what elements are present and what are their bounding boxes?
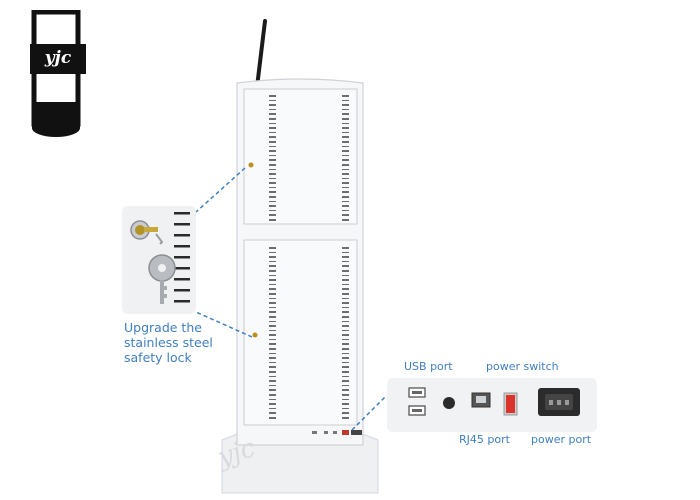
port-panel-icon — [387, 378, 597, 432]
vent-top-right — [342, 95, 349, 221]
lock-closeup-photo — [122, 206, 196, 314]
brand-logo: yjc — [30, 9, 86, 138]
vent-bottom-right — [342, 247, 349, 419]
usb-port-label: USB port — [404, 360, 453, 373]
lock-caption-line-2: stainless steel — [124, 335, 213, 350]
lock-upgrade-caption: Upgrade the stainless steel safety lock — [124, 320, 234, 365]
key-lock-icon — [122, 206, 196, 314]
kiosk-illustration — [200, 15, 400, 495]
kiosk-body-icon — [221, 19, 379, 494]
rj45-port-label: RJ45 port — [459, 433, 510, 446]
vent-bottom-left — [269, 247, 276, 419]
logo-text: yjc — [44, 48, 72, 68]
port-panel-photo — [387, 378, 597, 432]
power-port-label: power port — [531, 433, 592, 446]
logo-mark-icon — [30, 9, 86, 137]
lock-caption-line-1: Upgrade the — [124, 320, 202, 335]
lock-caption-line-3: safety lock — [124, 350, 192, 365]
vent-top-left — [269, 95, 276, 221]
power-switch-label: power switch — [486, 360, 559, 373]
